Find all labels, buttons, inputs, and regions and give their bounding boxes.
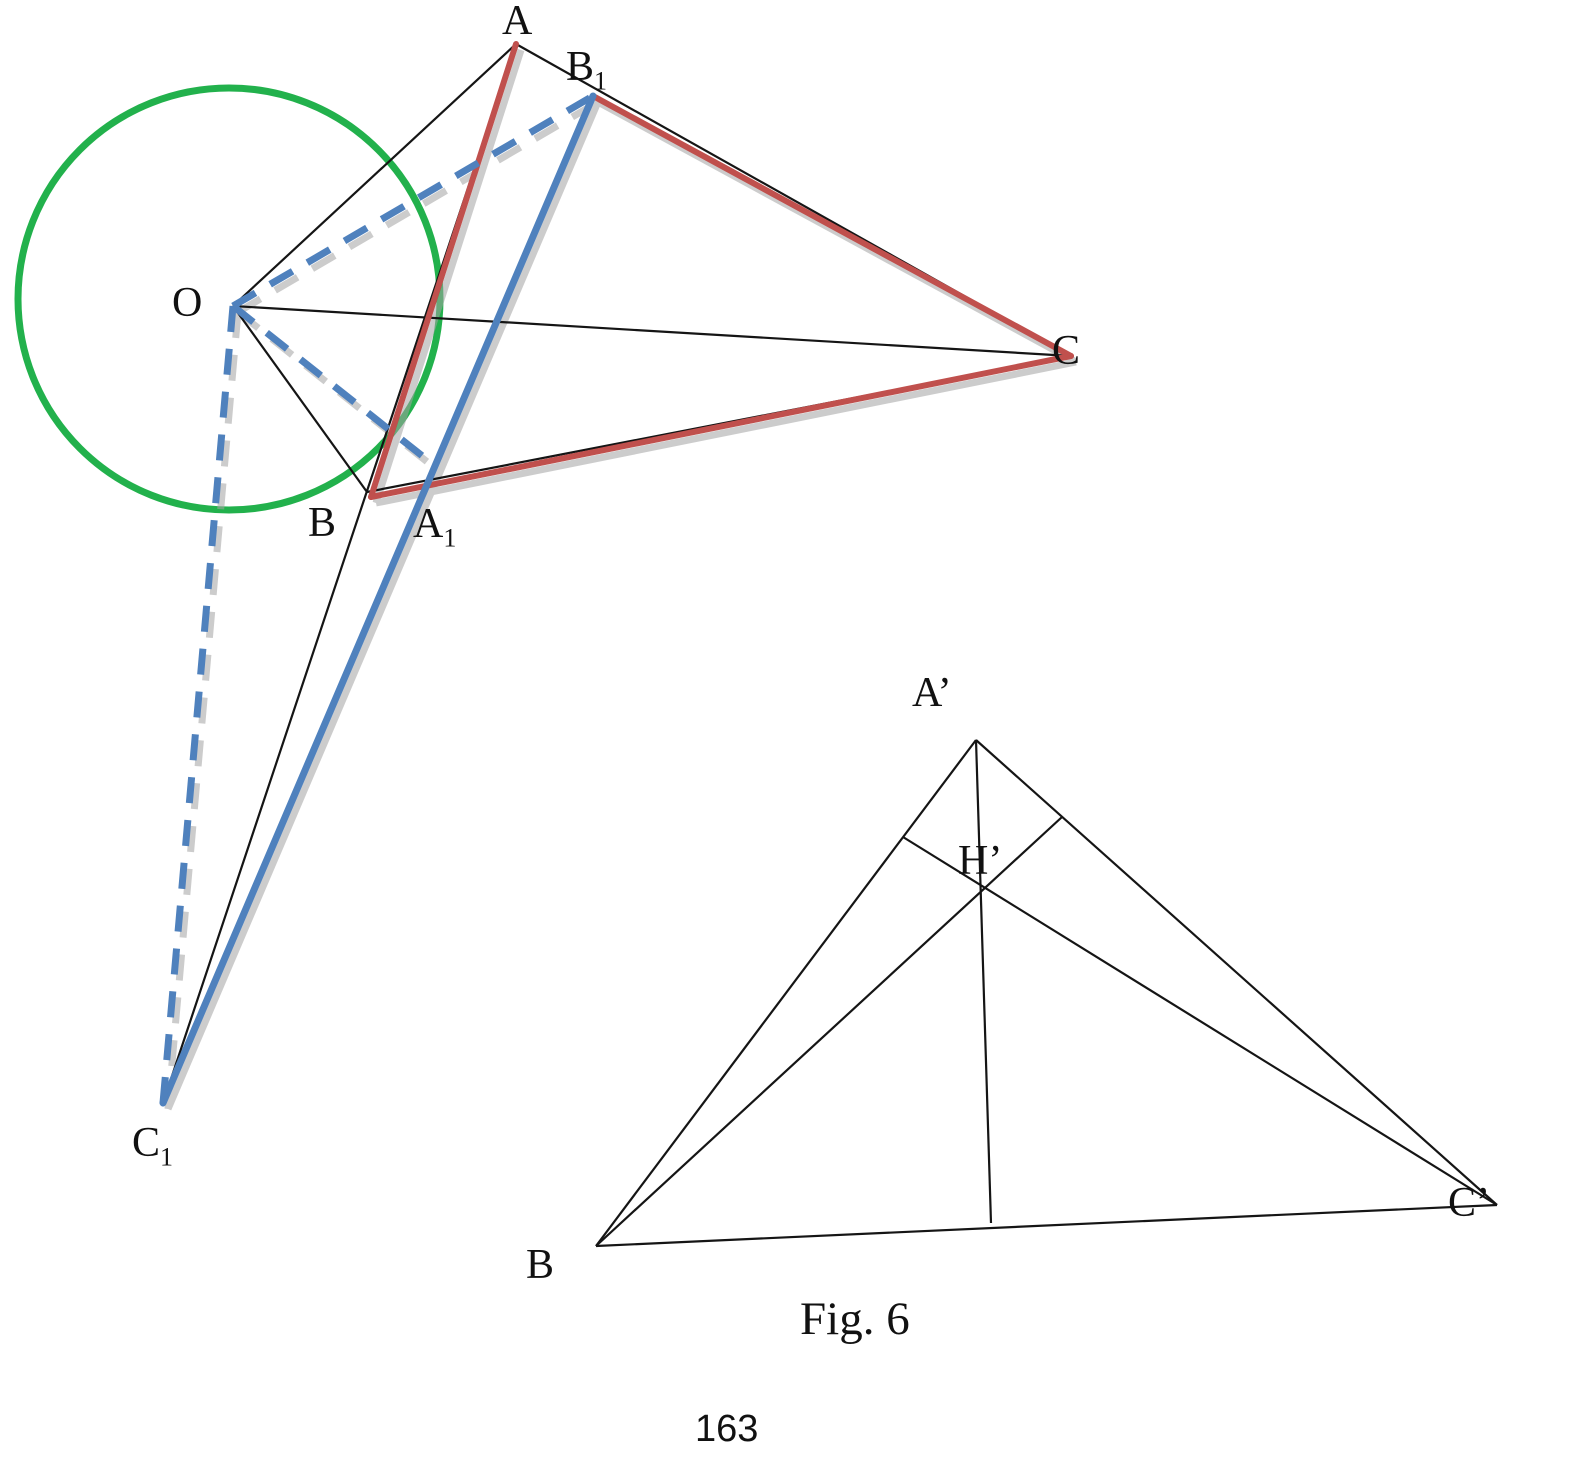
label-A-prime: A’ <box>912 672 952 714</box>
red-segment-A1-C <box>368 353 1074 500</box>
figure-caption: Fig. 6 <box>800 1293 910 1345</box>
page-number: 163 <box>695 1408 759 1450</box>
shadow-dash-O-B1 <box>236 98 600 316</box>
label-B-bottom: B <box>526 1244 554 1286</box>
segment-O-A <box>232 43 517 307</box>
shadow-blue-B1-C1 <box>164 100 602 1111</box>
shadow-red-A1-C <box>375 358 1077 507</box>
label-C1-text: C <box>132 1120 161 1166</box>
label-A1-sub: 1 <box>443 523 457 553</box>
segment-B-Cp <box>595 1203 1498 1248</box>
blue-solid-lines <box>159 92 597 1107</box>
segment-Ap-B <box>595 739 977 1247</box>
blue-segment-B1-C1 <box>159 92 597 1107</box>
dashed-segment-O-B1 <box>231 92 595 310</box>
label-C-prime-text: C’ <box>1448 1180 1490 1226</box>
label-C-prime: C’ <box>1448 1182 1490 1224</box>
label-A1: A1 <box>413 501 456 551</box>
label-A1-text: A <box>413 501 444 547</box>
label-O-text: O <box>172 280 203 326</box>
label-A-prime-text: A’ <box>912 670 952 716</box>
label-C1-sub: 1 <box>160 1142 174 1172</box>
label-H-prime: H’ <box>958 840 1002 882</box>
shadow-red-A-A1 <box>372 48 525 505</box>
segment-O-B <box>232 305 368 493</box>
label-B: B <box>308 502 336 544</box>
shadow-dash-O-C1 <box>164 311 242 1110</box>
label-C: C <box>1052 330 1080 372</box>
altitude-from-Ap <box>974 739 993 1224</box>
dashed-segment-O-C1 <box>159 305 237 1104</box>
red-segment-A-A1 <box>368 41 519 500</box>
label-B1-sub: 1 <box>594 66 608 96</box>
segment-Ap-Cp <box>975 739 1498 1206</box>
label-C-text: C <box>1052 328 1081 374</box>
label-B1: B1 <box>566 44 607 94</box>
label-B-bottom-text: B <box>526 1242 555 1288</box>
altitude-from-Cp <box>902 836 1498 1206</box>
red-segment-B1-C <box>590 93 1074 359</box>
black-lines-top <box>161 43 1072 1104</box>
black-lines-bottom <box>595 739 1498 1248</box>
label-H-prime-text: H’ <box>958 838 1003 884</box>
label-C1: C1 <box>132 1120 173 1170</box>
label-B-text: B <box>308 500 337 546</box>
blue-dashed-lines <box>159 92 595 1104</box>
shadow-layer <box>164 48 1078 1111</box>
red-lines <box>368 41 1074 500</box>
label-B1-text: B <box>566 44 595 90</box>
segment-O-C <box>232 304 1072 358</box>
label-A: A <box>502 0 532 42</box>
label-A-text: A <box>502 0 533 44</box>
label-O: O <box>172 282 202 324</box>
